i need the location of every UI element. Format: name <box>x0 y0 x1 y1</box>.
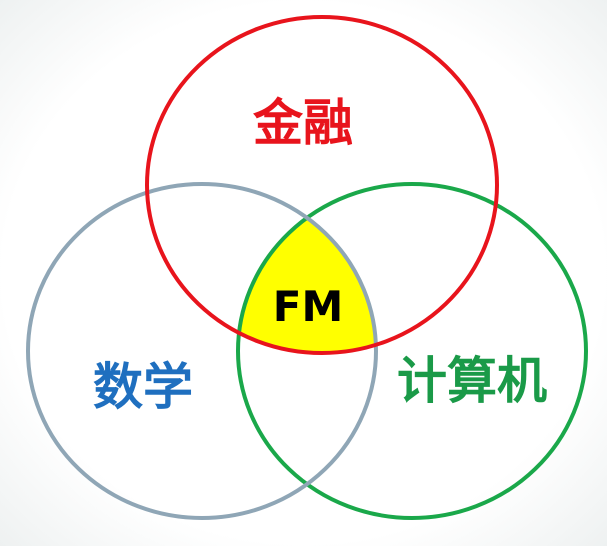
finance-label: 金融 <box>253 94 353 152</box>
computer-circle <box>236 182 588 520</box>
intersection-region <box>238 184 376 353</box>
math-label: 数学 <box>93 358 193 416</box>
math-circle <box>26 182 378 520</box>
computer-label: 计算机 <box>397 352 547 410</box>
intersection-label: FM <box>273 282 344 331</box>
finance-circle <box>145 15 499 355</box>
